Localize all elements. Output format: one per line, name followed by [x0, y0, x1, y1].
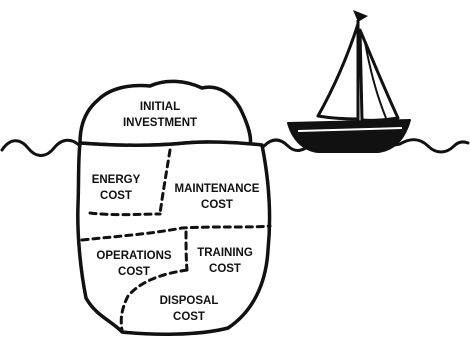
label-energy-cost: ENERGY COST: [92, 174, 141, 202]
jib-sail-seam: [364, 41, 387, 119]
label-maintenance-line2: COST: [201, 199, 233, 211]
label-initial-investment-line2: INVESTMENT: [123, 117, 197, 129]
divider-vertical-bottom: [184, 230, 189, 272]
label-operations-cost: OPERATIONS COST: [96, 250, 172, 278]
mast-flag: [353, 10, 368, 22]
label-disposal-line2: COST: [173, 311, 205, 323]
label-operations-line1: OPERATIONS: [96, 250, 172, 262]
divider-energy-bottom: [88, 211, 162, 217]
label-training-line1: TRAINING: [197, 247, 253, 259]
water-line-left: [0, 138, 82, 157]
divider-vertical-top: [158, 148, 172, 216]
boat-hull-stripe: [297, 127, 403, 132]
label-disposal-cost: DISPOSAL COST: [160, 295, 219, 323]
main-sail: [316, 22, 360, 121]
label-operations-line2: COST: [118, 266, 150, 278]
sailboat-icon: [287, 10, 411, 153]
label-energy-line2: COST: [100, 190, 132, 202]
label-training-line2: COST: [209, 263, 241, 275]
boat-hull: [287, 119, 411, 153]
iceberg-tip: [78, 79, 253, 148]
label-initial-investment-line1: INITIAL: [140, 101, 180, 113]
label-disposal-line1: DISPOSAL: [160, 295, 219, 307]
divider-middle: [80, 224, 272, 242]
section-dividers: [80, 148, 272, 332]
label-maintenance-line1: MAINTENANCE: [175, 183, 260, 195]
iceberg-body: [76, 140, 272, 336]
divider-disposal-top: [119, 268, 189, 332]
label-training-cost: TRAINING COST: [197, 247, 253, 275]
label-maintenance-cost: MAINTENANCE COST: [175, 183, 260, 211]
label-energy-line1: ENERGY: [92, 174, 141, 186]
water-line-right: [262, 138, 470, 154]
label-initial-investment: INITIAL INVESTMENT: [123, 101, 197, 129]
